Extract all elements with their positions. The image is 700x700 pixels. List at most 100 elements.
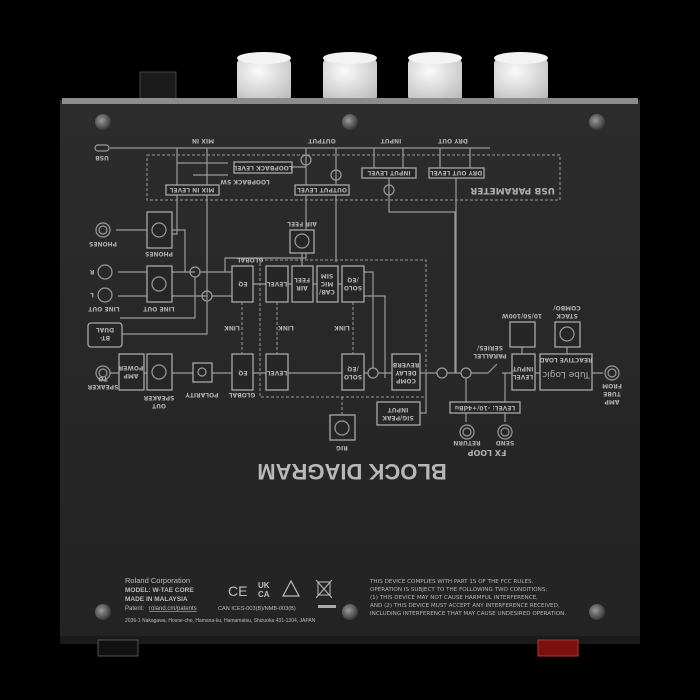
level-box: LEVEL: [267, 280, 288, 287]
svg-text:CAB/: CAB/: [318, 288, 335, 295]
jack-icons: [95, 222, 620, 440]
patent-label: Patent:: [125, 606, 144, 612]
ce-mark: CE: [228, 583, 247, 599]
ukca-mark: UK: [258, 581, 270, 590]
link-switch-2: LINK: [278, 324, 294, 331]
top-edge: [62, 98, 638, 104]
diagram-labels: USB MIX IN OUTPUT INPUT DRY OUT LOOPBACK…: [87, 137, 622, 484]
svg-text:SOLO: SOLO: [344, 284, 362, 291]
return-label: RETURN: [453, 439, 480, 446]
loopback-level-label: LOOPBACK LEVEL: [233, 164, 292, 171]
mix-in-level-label: MIX IN LEVEL: [169, 186, 214, 193]
fx-level-box: LEVEL: -10/+4dBu: [455, 404, 515, 411]
line-out-label: LINE OUT: [142, 305, 174, 312]
usb-parameter-label: USB PARAMETER: [470, 185, 555, 195]
global-top-label: GLOBAL: [236, 256, 263, 263]
fcc-line: (1) THIS DEVICE MAY NOT CAUSE HARMFUL IN…: [370, 595, 538, 601]
dry-out-level-label: DRY OUT LEVEL: [430, 169, 483, 176]
fcc-line: INCLUDING INTERFERENCE THAT MAY CAUSE UN…: [370, 611, 566, 617]
screw-icon: [95, 604, 111, 620]
dry-out-label: DRY OUT: [437, 137, 468, 144]
comp-delay-reverb-box: REVERB: [392, 361, 419, 368]
usb-label: USB: [95, 154, 109, 161]
reactive-load-label: REACTIVE LOAD: [539, 356, 592, 363]
address-text: 2036-1 Nakagawa, Hosoe-cho, Hamana-ku, H…: [125, 618, 316, 624]
svg-text:MIC: MIC: [320, 280, 333, 287]
phones-label: PHONES: [145, 250, 173, 257]
svg-text:STACK: STACK: [556, 312, 578, 319]
polarity-label: POLARITY: [185, 391, 219, 398]
watt-selector-label: 10/50/100W: [502, 312, 543, 319]
l-label: L: [90, 291, 94, 298]
top-knobs: [139, 52, 548, 103]
bottom-jacks: [97, 639, 579, 657]
block-diagram: [87, 144, 620, 441]
air-feel-box-line-1: AIR: [296, 284, 308, 291]
svg-text:SOLO: SOLO: [344, 373, 362, 380]
svg-text:AMP: AMP: [604, 398, 620, 405]
cab-mic-sim-box: SIM: [321, 272, 334, 279]
svg-text:AMP: AMP: [123, 372, 139, 379]
svg-text:COMP: COMP: [395, 377, 415, 384]
regulatory-label: Roland Corporation MODEL: W-TAE CORE MAD…: [125, 576, 566, 624]
input-sig-peak-box: INPUT: [387, 406, 409, 413]
line-out-jack-label: LINE OUT: [87, 305, 119, 312]
output-label: OUTPUT: [307, 137, 335, 144]
to-speaker-label: TO: [98, 375, 107, 382]
rcm-mark: [282, 579, 300, 597]
mix-in-label: MIX IN: [192, 137, 214, 144]
speaker-out-label: SPEAKER: [143, 394, 174, 401]
fcc-line: AND (2) THIS DEVICE MUST ACCEPT ANY INTE…: [370, 603, 560, 609]
input-level-label: INPUT LEVEL: [367, 169, 410, 176]
bt-dual-label-line-1: BT-: [99, 334, 110, 341]
series-parallel-label: SERIES/: [476, 344, 503, 351]
knob-3[interactable]: [408, 52, 462, 102]
knob-1[interactable]: [237, 52, 291, 102]
solo-eq-box: /EQ: [347, 276, 358, 283]
knob-4[interactable]: [494, 52, 548, 102]
svg-text:TUBE: TUBE: [603, 390, 621, 397]
fcc-line: THIS DEVICE COMPLIES WITH PART 15 OF THE…: [369, 579, 534, 585]
air-feel-box: FEEL: [294, 276, 310, 283]
tube-logic-logo: Tube Logic: [542, 369, 591, 379]
screw-icon: [342, 114, 358, 130]
model-text: MODEL: W-TAE CORE: [125, 587, 194, 594]
rig-label: RIG: [336, 444, 348, 451]
send-label: SEND: [496, 439, 514, 446]
made-in-text: MADE IN MALAYSIA: [125, 596, 188, 603]
screw-icon: [589, 114, 605, 130]
screw-icon: [342, 604, 358, 620]
global-bottom-label: GLOBAL: [228, 391, 255, 398]
r-label: R: [89, 268, 94, 275]
usb-icon: [94, 144, 110, 152]
svg-text:LEVEL: LEVEL: [513, 373, 534, 380]
output-level-label: OUTPUT LEVEL: [297, 186, 347, 193]
company-name: Roland Corporation: [125, 576, 190, 585]
power-amp-box: POWER: [118, 364, 143, 371]
fx-loop-label: FX LOOP: [468, 448, 507, 457]
fcc-line: OPERATION IS SUBJECT TO THE FOLLOWING TW…: [370, 587, 547, 593]
link-switch-1: LINK: [224, 324, 240, 331]
svg-text:OUT: OUT: [151, 402, 166, 409]
phones-jack-label: PHONES: [89, 240, 117, 247]
combo-stack-label: COMBO/: [553, 304, 581, 311]
screw-icon: [95, 114, 111, 130]
svg-text:LEVEL: LEVEL: [267, 369, 288, 376]
eq-box: EQ: [238, 280, 247, 287]
bt-dual-label: DUAL: [96, 326, 114, 333]
top-connector: [139, 71, 177, 103]
svg-text:SIG/PEAK: SIG/PEAK: [382, 414, 414, 421]
bottom-edge: [60, 636, 640, 644]
knob-2[interactable]: [323, 52, 377, 102]
input-label: INPUT: [380, 137, 402, 144]
input-level-box: INPUT: [512, 365, 534, 372]
link-switch-3: LINK: [334, 324, 350, 331]
svg-text:DELAY: DELAY: [395, 369, 417, 376]
from-tube-amp-label: FROM: [602, 382, 622, 389]
screws: [95, 114, 605, 620]
patent-link: roland.cm/patents: [149, 606, 197, 612]
svg-text:/EQ: /EQ: [347, 365, 358, 372]
screw-icon: [589, 604, 605, 620]
air-feel-knob-label: AIR FEEL: [287, 220, 317, 227]
